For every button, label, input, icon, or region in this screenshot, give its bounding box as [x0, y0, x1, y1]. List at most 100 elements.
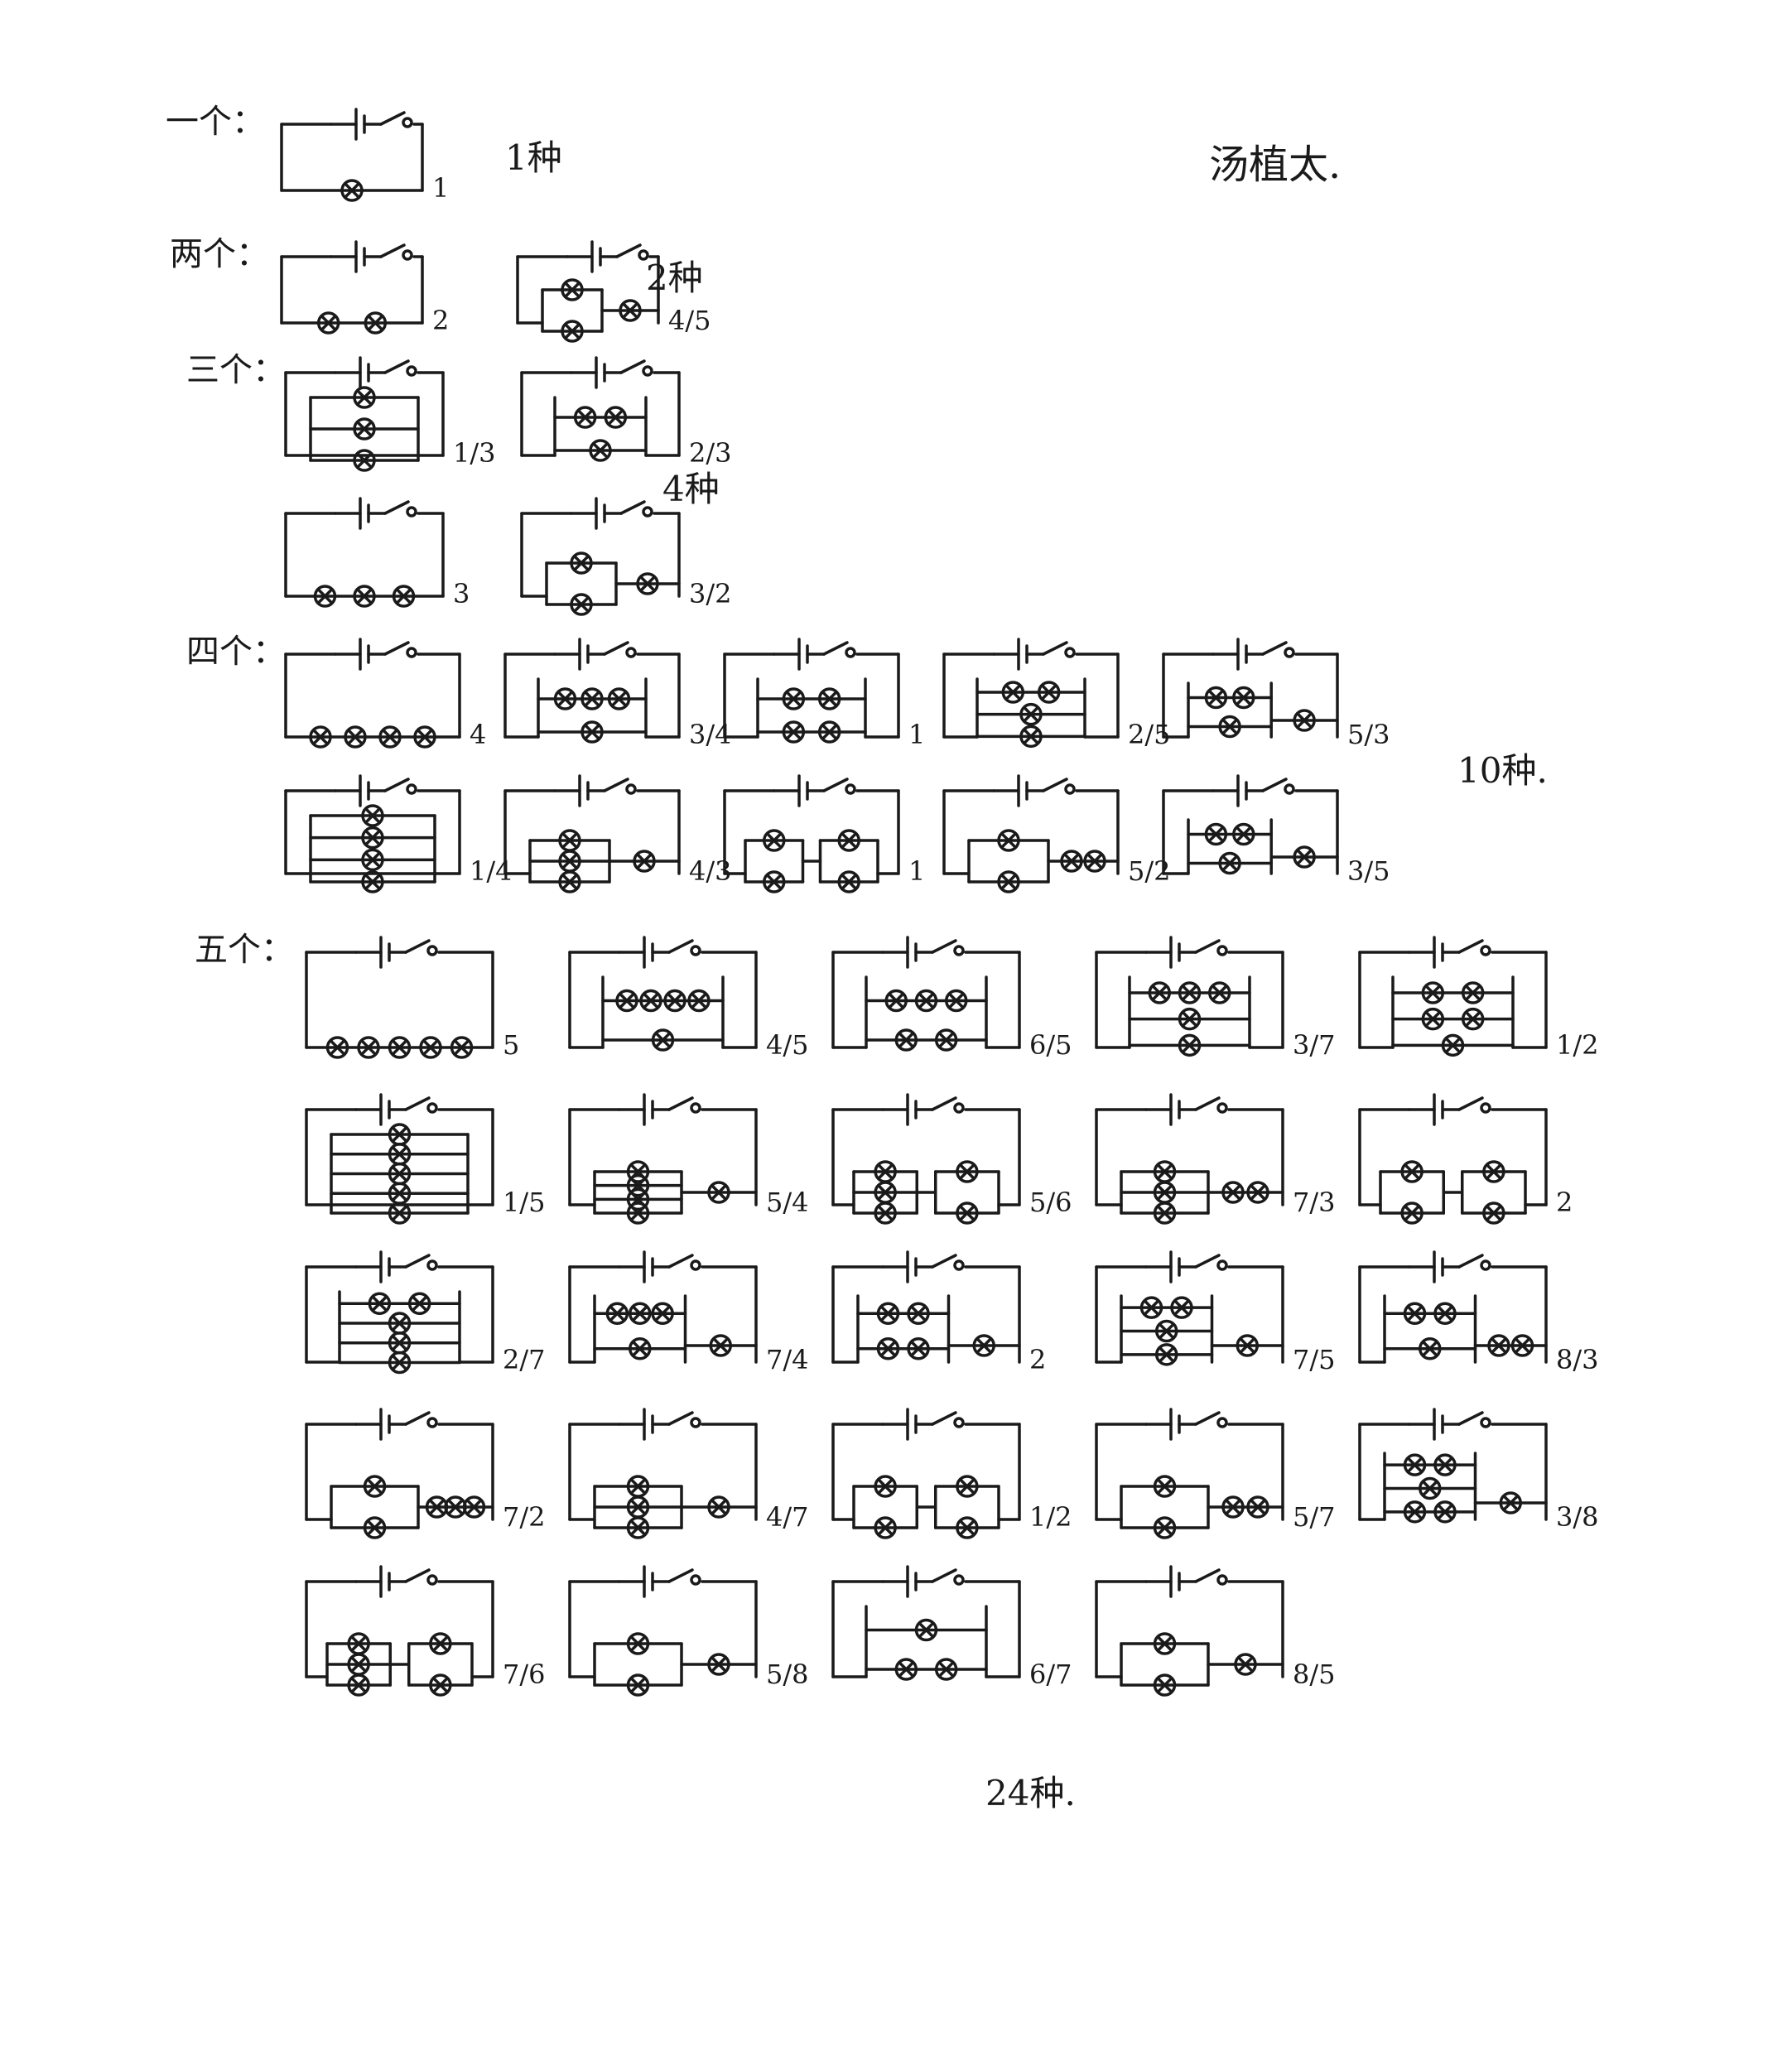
lamp-icon [626, 1673, 650, 1697]
lamp-icon [1221, 1181, 1245, 1204]
ratio-label: 2 [1556, 1187, 1573, 1218]
lamp-icon [1234, 1653, 1257, 1676]
battery-switch-icon [773, 774, 856, 807]
circuit-1-0: 2 [280, 240, 449, 336]
ratio-label: 8/3 [1556, 1344, 1599, 1375]
lamp-icon [388, 1351, 412, 1375]
battery-switch-icon [334, 356, 417, 389]
circuit-4-20: 7/6 [305, 1565, 546, 1697]
lamp-icon [558, 870, 581, 893]
circuit-2-3: 3/2 [520, 497, 732, 616]
lamp-icon [874, 1201, 897, 1225]
ratio-label: 7/6 [503, 1659, 546, 1690]
lamp-icon [1139, 1296, 1163, 1319]
lamp-icon [561, 278, 584, 301]
lamp-icon [687, 989, 711, 1013]
circuit-3-9: 3/5 [1162, 774, 1390, 887]
lamp-icon [361, 848, 384, 872]
battery-switch-icon [1144, 1250, 1228, 1283]
ratio-label: 4 [470, 719, 486, 750]
circuit-4-23: 8/5 [1095, 1565, 1336, 1697]
lamp-icon [1155, 1319, 1178, 1343]
battery-switch-icon [881, 1408, 965, 1441]
lamp-icon [1204, 822, 1228, 846]
lamp-icon [570, 551, 593, 575]
circuit-1-1: 4/5 [516, 240, 711, 343]
ratio-label: 5/6 [1029, 1187, 1072, 1218]
ratio-label: 1/2 [1556, 1029, 1599, 1061]
lamp-icon [914, 989, 938, 1013]
battery-switch-icon [618, 1093, 701, 1126]
lamp-icon [1178, 981, 1202, 1004]
lamp-icon [1246, 1181, 1269, 1204]
circuit-0-0: 1 [280, 108, 449, 204]
lamp-icon [573, 406, 597, 429]
lamp-icon [874, 1475, 897, 1498]
lamp-icon [997, 829, 1020, 852]
battery-switch-icon [618, 1408, 701, 1441]
circuit-4-0: 5 [305, 936, 519, 1061]
lamp-icon [1499, 1491, 1522, 1514]
ratio-label: 2 [1029, 1344, 1046, 1375]
lamp-icon [626, 1632, 650, 1655]
lamp-icon [388, 1036, 412, 1059]
lamp-icon [707, 1495, 730, 1519]
lamp-icon [353, 585, 376, 608]
lamp-icon [907, 1337, 930, 1360]
lamp-icon [388, 1143, 412, 1166]
lamp-icon [1037, 681, 1061, 704]
row-count-2: 2种 [646, 258, 703, 298]
circuit-4-3: 3/7 [1095, 936, 1336, 1061]
battery-switch-icon [334, 638, 417, 671]
battery-switch-icon [992, 774, 1076, 807]
circuit-4-1: 4/5 [568, 936, 809, 1061]
battery-switch-icon [1144, 1093, 1228, 1126]
lamp-icon [363, 1475, 387, 1498]
circuit-4-4: 1/2 [1358, 936, 1599, 1061]
lamp-icon [1293, 845, 1316, 869]
circuit-3-2: 1 [723, 638, 925, 750]
lamp-icon [407, 1292, 431, 1315]
lamp-icon [626, 1516, 650, 1539]
lamp-icon [313, 585, 337, 608]
lamp-icon [633, 850, 656, 873]
lamp-icon [607, 687, 631, 710]
lamp-icon [589, 439, 612, 462]
row-count-1: 1种 [505, 137, 562, 178]
circuit-4-22: 6/7 [831, 1565, 1072, 1690]
circuit-4-12: 2 [831, 1250, 1046, 1375]
lamp-icon [934, 1028, 958, 1052]
lamp-icon [413, 725, 436, 749]
lamp-icon [636, 572, 659, 595]
lamp-icon [580, 720, 604, 744]
ratio-label: 6/5 [1029, 1029, 1072, 1061]
lamp-icon [663, 989, 686, 1013]
battery-switch-icon [881, 936, 965, 969]
lamp-icon [1403, 1302, 1427, 1325]
lamp-icon [956, 1160, 979, 1183]
ratio-label: 2/3 [689, 437, 732, 469]
battery-switch-icon [1408, 936, 1491, 969]
ratio-label: 4/5 [766, 1029, 809, 1061]
lamp-icon [817, 720, 841, 744]
lamp-icon [364, 311, 388, 335]
lamp-icon [1153, 1475, 1177, 1498]
lamp-icon [429, 1673, 452, 1697]
ratio-label: 3 [453, 578, 470, 609]
lamp-icon [1433, 1302, 1457, 1325]
battery-switch-icon [1212, 638, 1295, 671]
lamp-icon [1019, 725, 1043, 749]
lamp-icon [1083, 850, 1106, 873]
battery-switch-icon [334, 774, 417, 807]
lamp-icon [1510, 1334, 1534, 1357]
battery-switch-icon [881, 1250, 965, 1283]
lamp-icon [353, 449, 376, 472]
row-count-4: 10种. [1457, 750, 1548, 791]
lamp-icon [353, 417, 376, 441]
ratio-label: 7/5 [1293, 1344, 1336, 1375]
ratio-label: 7/2 [503, 1501, 546, 1533]
lamp-icon [619, 299, 642, 322]
lamp-icon [1236, 1334, 1259, 1357]
lamp-icon [1400, 1201, 1423, 1225]
